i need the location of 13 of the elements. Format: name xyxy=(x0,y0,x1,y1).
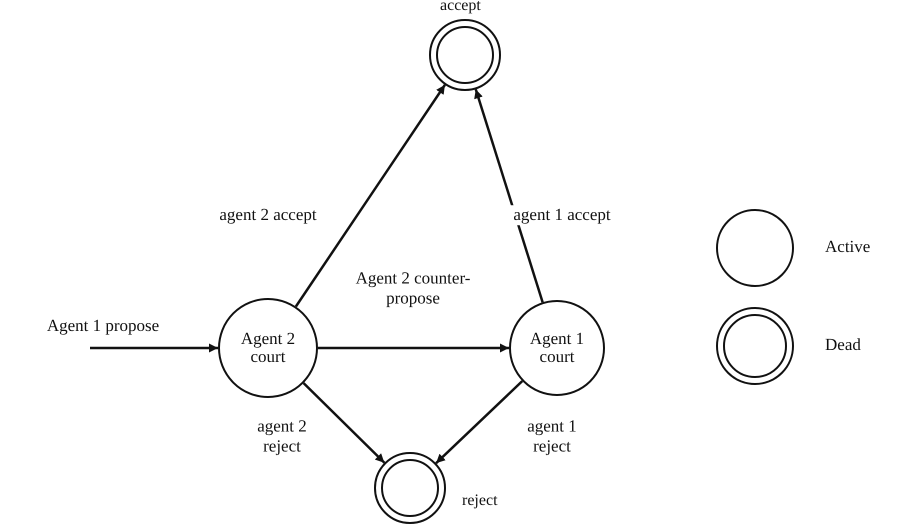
state-label: accept xyxy=(440,0,481,15)
final-state-circle xyxy=(374,452,446,524)
arrow xyxy=(294,84,446,308)
arrow xyxy=(318,344,509,352)
state-label: Agent 1 court xyxy=(528,330,586,366)
arrow xyxy=(435,380,524,464)
arrow xyxy=(90,344,218,352)
arrow xyxy=(302,382,386,464)
state-label: Agent 2 court xyxy=(240,330,296,366)
legend-label: Active xyxy=(825,237,870,257)
arrow xyxy=(474,88,544,303)
legend-label: Dead xyxy=(825,335,861,355)
state-label: reject xyxy=(462,492,498,510)
